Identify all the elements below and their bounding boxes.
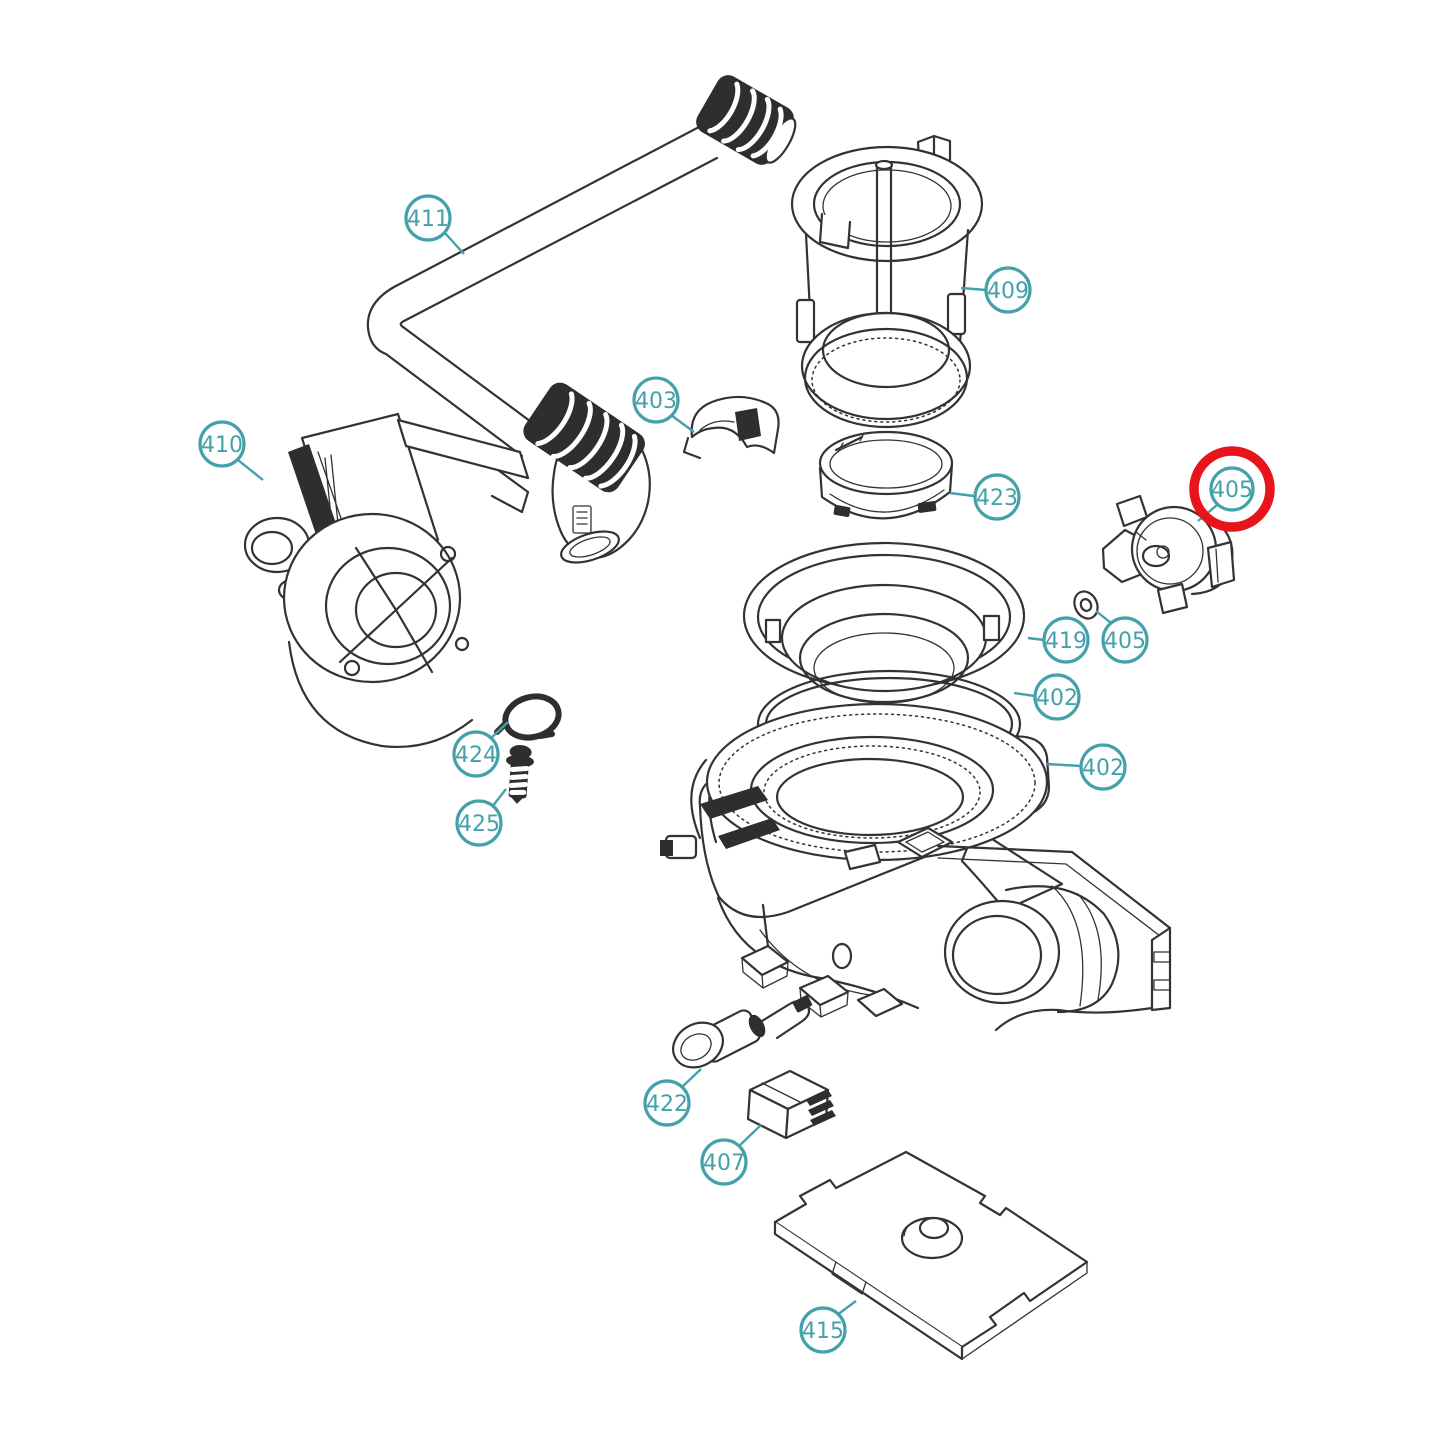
svg-text:409: 409 [987,279,1029,304]
terminal-connector-drawing [746,1069,836,1140]
svg-text:425: 425 [458,812,500,837]
highlight-ring [1189,446,1275,532]
svg-text:411: 411 [407,207,449,232]
thermostat-drawing [1101,494,1236,615]
sump-cover-plate-drawing [773,1150,1089,1361]
svg-text:415: 415 [802,1319,844,1344]
callouts-layer: 411 409 403 410 423 405 [198,194,1275,1354]
callout-402-flange[interactable]: 402 [1046,743,1127,791]
svg-text:407: 407 [703,1151,745,1176]
svg-text:405: 405 [1104,629,1146,654]
filter-assembly-drawing [790,134,984,429]
callout-405-highlighted[interactable]: 405 [1197,466,1255,522]
svg-text:405: 405 [1211,478,1253,503]
callout-402-oring[interactable]: 402 [1013,673,1081,721]
cap-drawing [494,693,562,741]
svg-text:410: 410 [201,433,243,458]
shaft-drawing [672,995,813,1069]
svg-text:423: 423 [976,486,1018,511]
hose-clip-drawing [682,395,780,460]
pump-motor-drawing [243,412,530,748]
sump-assembly-drawing [660,702,1172,1032]
sump-inlet-ring-drawing [742,541,1026,704]
callout-410[interactable]: 410 [198,420,264,481]
callout-411[interactable]: 411 [404,194,465,255]
callout-423[interactable]: 423 [949,473,1021,521]
callout-409[interactable]: 409 [960,266,1032,314]
callout-403[interactable]: 403 [632,376,695,433]
callout-405-washer[interactable]: 405 [1095,610,1149,664]
svg-text:424: 424 [455,743,497,768]
callout-424[interactable]: 424 [452,721,509,778]
callout-419[interactable]: 419 [1027,616,1090,664]
callout-425[interactable]: 425 [455,788,507,847]
svg-text:403: 403 [635,389,677,414]
callout-415[interactable]: 415 [799,1300,857,1354]
drain-hose-drawing [366,75,797,564]
thermostat-washer-drawing [1073,590,1099,620]
callout-407[interactable]: 407 [700,1124,762,1186]
svg-text:402: 402 [1036,686,1078,711]
svg-text:422: 422 [646,1092,688,1117]
callout-422[interactable]: 422 [643,1068,702,1127]
svg-text:402: 402 [1082,756,1124,781]
svg-text:419: 419 [1045,629,1087,654]
screw-drawing [506,745,534,804]
seal-band-drawing [818,430,954,520]
